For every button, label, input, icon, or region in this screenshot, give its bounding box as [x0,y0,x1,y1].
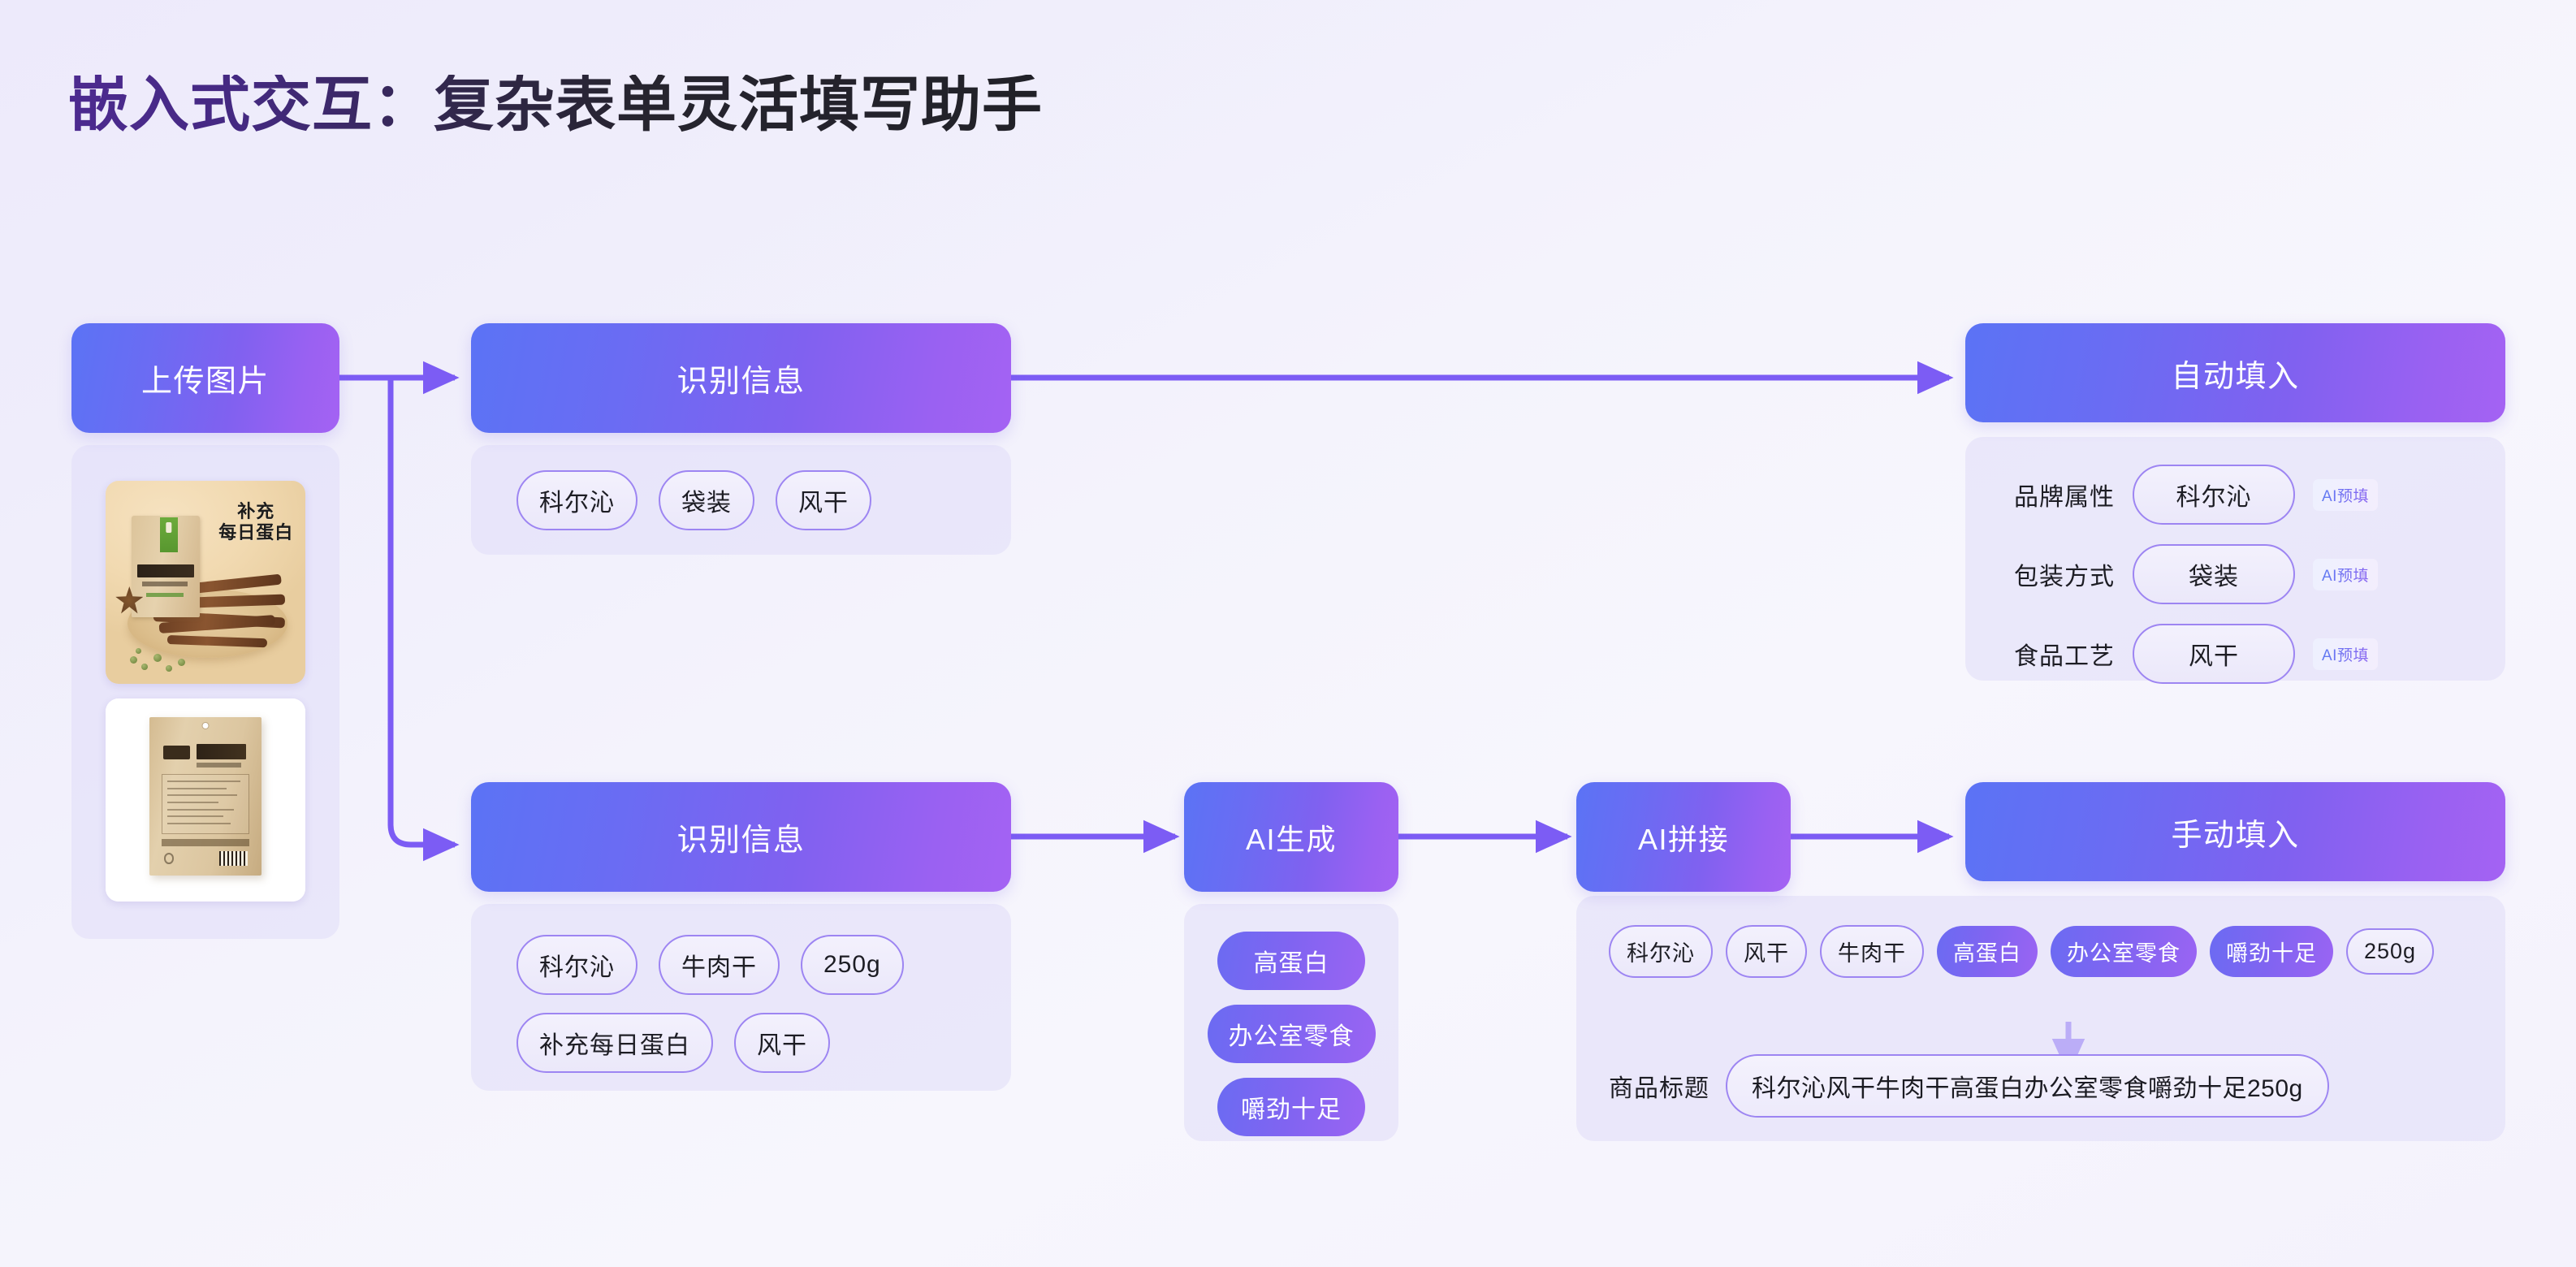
ai-prefill-badge-label: AI预填 [2322,646,2369,664]
panel-recognize-bottom-tags: 科尔沁 牛肉干 250g 补充每日蛋白 风干 [471,904,1011,1091]
tag-chip[interactable]: 科尔沁 [1609,925,1713,978]
bag-dark-band [162,838,249,847]
pepper-grain [129,656,137,664]
form-label-packaging: 包装方式 [2014,564,2115,590]
panel-recognize-top-tags: 科尔沁 袋装 风干 [471,445,1011,555]
bag-subtitle [196,763,242,768]
tag-chip[interactable]: 补充每日蛋白 [516,1013,713,1073]
ai-prefill-badge: AI预填 [2313,638,2378,670]
panel-ai-generate-tags: 高蛋白 办公室零食 嚼劲十足 [1184,904,1398,1141]
node-ai-concat-label: AI拼接 [1637,822,1729,856]
product-title-input[interactable]: 科尔沁风干牛肉干高蛋白办公室零食嚼劲十足250g [1726,1054,2329,1118]
form-row-packaging: 包装方式 袋装 AI预填 [2014,544,2505,604]
tag-chip[interactable]: 高蛋白 [1937,926,2038,977]
node-recognize-top-label: 识别信息 [676,365,806,399]
bag-recycle-mark [164,853,175,864]
generated-tag-chip[interactable]: 办公室零食 [1207,1005,1376,1063]
node-autofill[interactable]: 自动填入 [1965,323,2505,422]
pouch-green-band [160,517,178,552]
tag-chip[interactable]: 风干 [776,469,871,530]
pepper-grain [141,663,149,670]
ai-prefill-badge-label: AI预填 [2322,487,2369,505]
pouch-product-name [136,564,194,577]
tag-row-2: 补充每日蛋白 风干 [516,1013,1011,1073]
connector-branch-vertical [387,378,460,862]
bag-barcode [218,851,249,866]
ai-prefill-badge-label: AI预填 [2322,567,2369,585]
ai-prefill-badge: AI预填 [2313,558,2378,590]
tag-chip[interactable]: 牛肉干 [659,935,780,995]
generated-tag-chip[interactable]: 嚼劲十足 [1217,1078,1365,1136]
photo-slogan-line2: 每日蛋白 [218,521,294,543]
ai-prefill-badge: AI预填 [2313,478,2378,511]
kraft-paper-bag [149,716,261,876]
node-ai-generate-label: AI生成 [1245,822,1337,856]
bag-product-name [196,743,246,760]
product-pouch-front [131,515,200,617]
tag-chip[interactable]: 250g [2346,928,2435,975]
page-title: 嵌入式交互：复杂表单灵活填写助手 [68,71,1043,138]
node-ai-generate[interactable]: AI生成 [1184,782,1398,892]
tag-chip[interactable]: 科尔沁 [516,935,638,995]
node-recognize-bottom[interactable]: 识别信息 [471,782,1011,892]
panel-upload-images: 补充 每日蛋白 [71,445,339,939]
pepper-grain [153,653,162,662]
tag-chip[interactable]: 办公室零食 [2051,926,2197,977]
photo-slogan: 补充 每日蛋白 [218,501,293,543]
form-value-process[interactable]: 风干 [2133,624,2295,684]
tag-chip[interactable]: 科尔沁 [516,469,638,530]
form-row-process: 食品工艺 风干 AI预填 [2014,624,2505,684]
bag-nutrition-box [162,773,249,834]
form-row-brand: 品牌属性 科尔沁 AI预填 [2014,465,2505,525]
form-label-brand: 品牌属性 [2014,484,2115,511]
tag-row-1: 科尔沁 牛肉干 250g [516,935,1011,995]
pepper-grain [135,647,141,654]
tag-chip[interactable]: 风干 [734,1013,830,1073]
pepper-grain [165,665,172,672]
node-upload-image-label: 上传图片 [140,365,270,399]
tag-chip[interactable]: 250g [801,935,904,995]
tag-chip[interactable]: 牛肉干 [1820,925,1924,978]
upload-thumbnail-2[interactable] [106,698,305,902]
bag-brand-logo [162,745,190,760]
product-photo-jerky: 补充 每日蛋白 [106,481,305,684]
node-autofill-label: 自动填入 [2171,359,2300,394]
panel-autofill-form: 品牌属性 科尔沁 AI预填 包装方式 袋装 AI预填 食品工艺 风干 AI预填 [1965,437,2505,684]
panel-manual-fill: 科尔沁 风干 牛肉干 高蛋白 办公室零食 嚼劲十足 250g 商品标题 科尔沁风… [1576,896,2505,1141]
node-manual-fill-label: 手动填入 [2171,818,2300,853]
upload-thumbnail-1[interactable]: 补充 每日蛋白 [106,481,305,684]
form-value-packaging[interactable]: 袋装 [2133,544,2295,604]
pouch-brand-logo [166,521,172,533]
node-recognize-bottom-label: 识别信息 [676,824,806,858]
photo-slogan-line1: 补充 [237,501,275,521]
pouch-flavor-strip [146,592,184,597]
pouch-subtitle [142,581,188,586]
bag-hang-hole [202,723,209,729]
merged-tag-row: 科尔沁 风干 牛肉干 高蛋白 办公室零食 嚼劲十足 250g [1609,925,2505,978]
product-photo-package-back [106,698,305,902]
generated-tag-chip[interactable]: 高蛋白 [1217,932,1365,990]
tag-chip[interactable]: 袋装 [659,469,754,530]
product-title-row: 商品标题 科尔沁风干牛肉干高蛋白办公室零食嚼劲十足250g [1609,1054,2505,1118]
tag-chip[interactable]: 嚼劲十足 [2210,926,2333,977]
node-ai-concat[interactable]: AI拼接 [1576,782,1791,892]
product-title-label: 商品标题 [1609,1075,1709,1102]
node-upload-image[interactable]: 上传图片 [71,323,339,433]
pepper-grain [177,658,185,666]
form-label-process: 食品工艺 [2014,643,2115,670]
tag-chip[interactable]: 风干 [1726,925,1807,978]
form-value-brand[interactable]: 科尔沁 [2133,465,2295,525]
node-manual-fill[interactable]: 手动填入 [1965,782,2505,881]
node-recognize-top[interactable]: 识别信息 [471,323,1011,433]
